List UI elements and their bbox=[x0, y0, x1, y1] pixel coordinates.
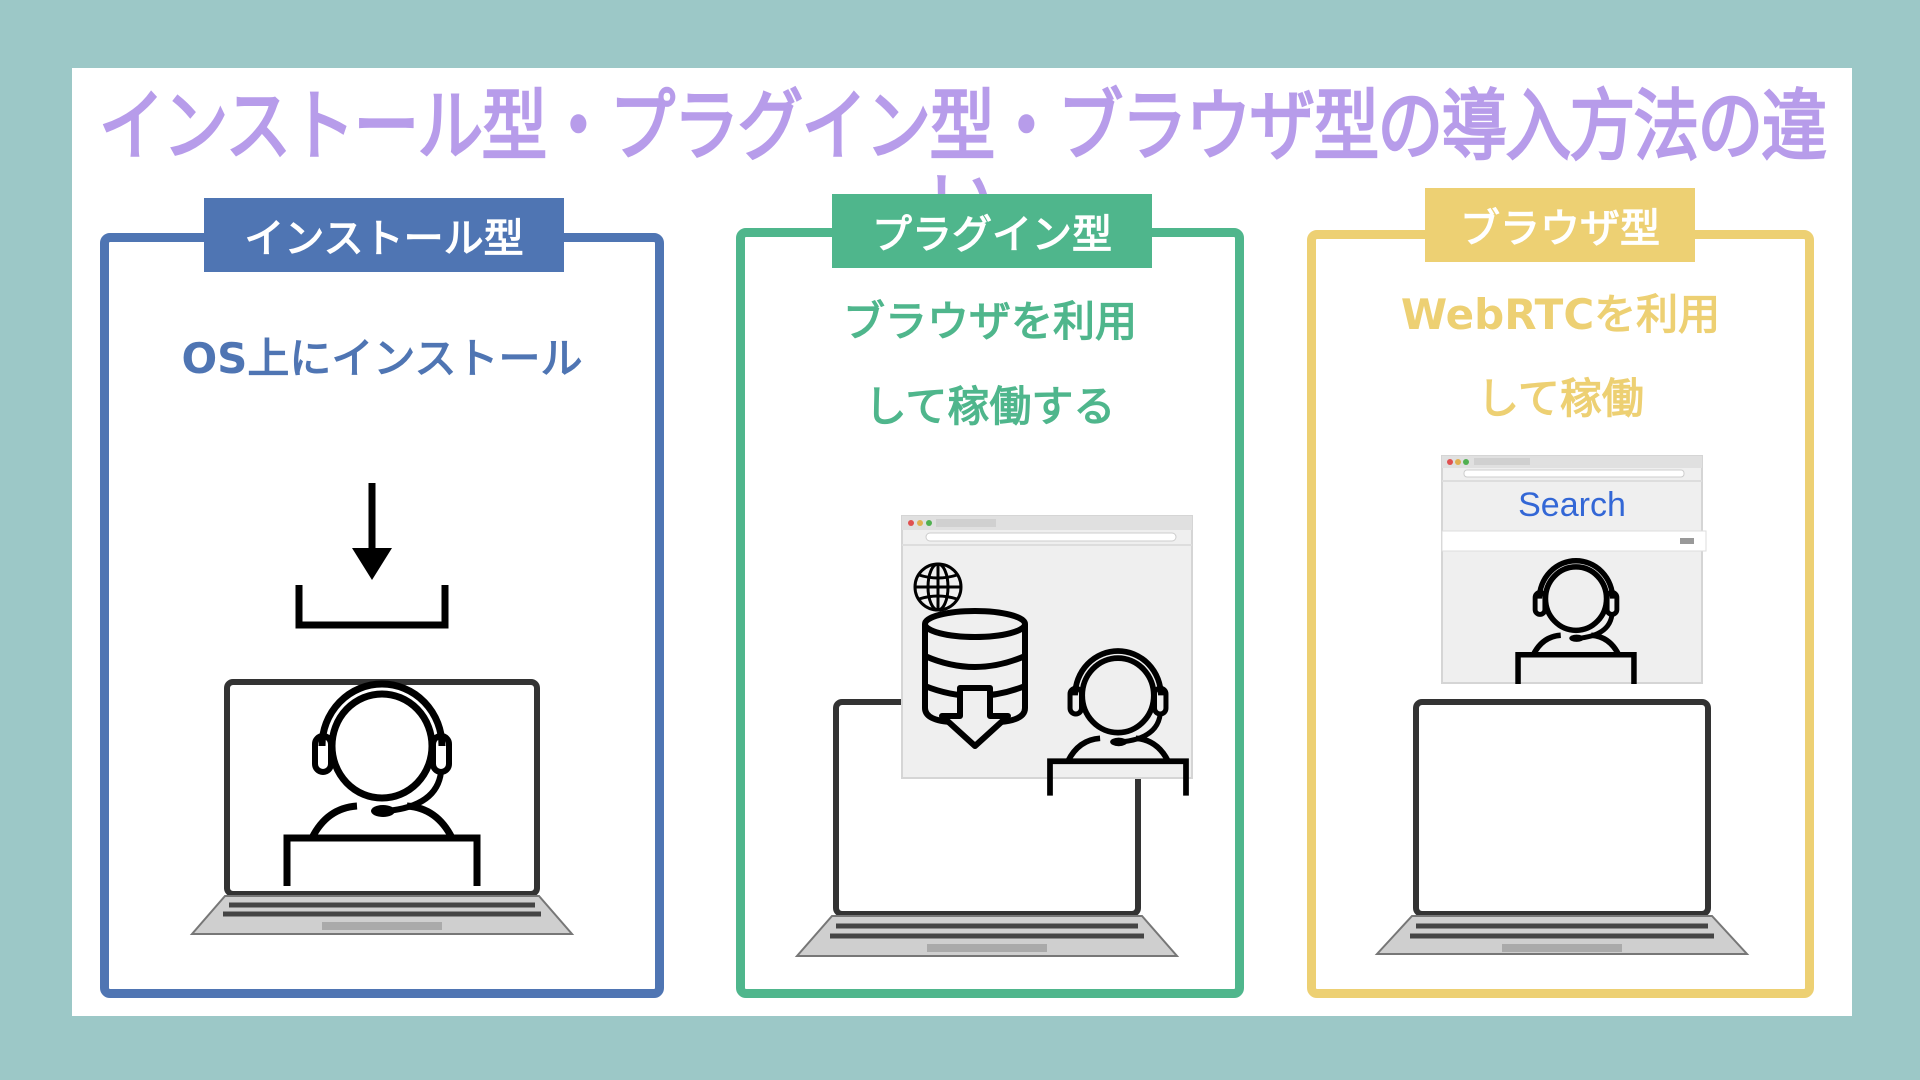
operator-headset-icon bbox=[1047, 648, 1189, 796]
page-title: インストール型・プラグイン型・ブラウザ型の導入方法の違い bbox=[98, 80, 1828, 243]
database-download-icon bbox=[922, 608, 1028, 749]
panel-plugin-caption-1: ブラウザを利用 bbox=[842, 297, 1137, 346]
panel-browser-label: ブラウザ型 bbox=[1425, 188, 1695, 262]
panel-browser-caption-2: して稼働 bbox=[1477, 374, 1644, 423]
operator-headset-icon bbox=[283, 680, 481, 886]
panel-install-caption: OS上にインストール bbox=[181, 334, 583, 383]
panel-install-label: インストール型 bbox=[204, 198, 564, 272]
laptop-icon bbox=[1374, 699, 1750, 955]
panel-browser-caption-1: WebRTCを利用 bbox=[1400, 290, 1721, 339]
diagram-canvas: インストール型・プラグイン型・ブラウザ型の導入方法の違い インストール型 OS上… bbox=[72, 68, 1852, 1016]
panel-plugin-label: プラグイン型 bbox=[832, 194, 1152, 268]
panel-plugin-caption-2: して稼働する bbox=[864, 382, 1116, 431]
globe-icon bbox=[913, 562, 963, 612]
search-logo: Search bbox=[1518, 486, 1626, 524]
download-icon bbox=[295, 483, 449, 629]
operator-headset-icon bbox=[1515, 558, 1637, 684]
